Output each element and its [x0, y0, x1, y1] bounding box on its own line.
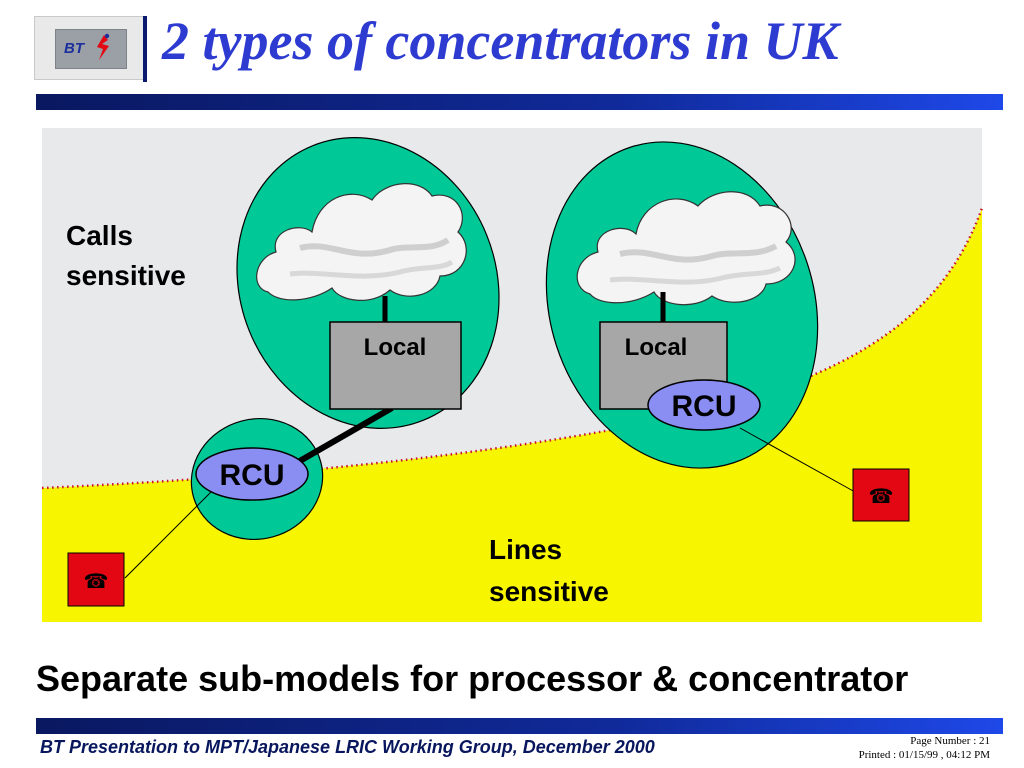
right-telephone	[852, 468, 910, 522]
left-rcu	[195, 447, 309, 501]
right-network-cloud	[576, 191, 796, 306]
right-access-line	[739, 427, 856, 493]
lines-sensitive-label: Lines sensitive	[489, 534, 609, 607]
title-divider	[143, 16, 147, 82]
footer-text: BT Presentation to MPT/Japanese LRIC Wor…	[40, 737, 655, 757]
telephone-icon: ☎	[84, 569, 109, 593]
left-local-exchange	[329, 321, 462, 410]
bt-piper-logo-icon	[97, 33, 110, 60]
right-rcu	[647, 379, 761, 431]
left-network-cloud	[256, 183, 467, 301]
page-title: 2 types of concentrators in UK	[162, 11, 839, 71]
slide-subtitle: Separate sub-models for processor & conc…	[36, 658, 909, 699]
bt-logo-text: BT	[64, 40, 84, 57]
right-rcu-label: RCU	[672, 390, 737, 423]
right-local-label: Local	[625, 334, 688, 361]
page-number: Page Number : 21	[910, 735, 990, 747]
sensitivity-boundary	[41, 207, 984, 490]
top-rule	[36, 94, 1003, 110]
left-exchange-rcu-link	[296, 405, 394, 465]
left-telephone	[67, 552, 125, 607]
printed-timestamp: Printed : 01/15/99 , 04:12 PM	[858, 749, 990, 761]
bt-logo-badge: BT	[55, 29, 127, 69]
left-local-label: Local	[364, 334, 427, 361]
left-rcu-label: RCU	[220, 459, 285, 492]
calls-sensitive-label: Calls sensitive	[66, 220, 186, 291]
bt-logo: BT	[34, 16, 146, 80]
bottom-rule	[36, 718, 1003, 734]
telephone-icon: ☎	[869, 484, 894, 508]
left-access-line	[124, 487, 216, 579]
